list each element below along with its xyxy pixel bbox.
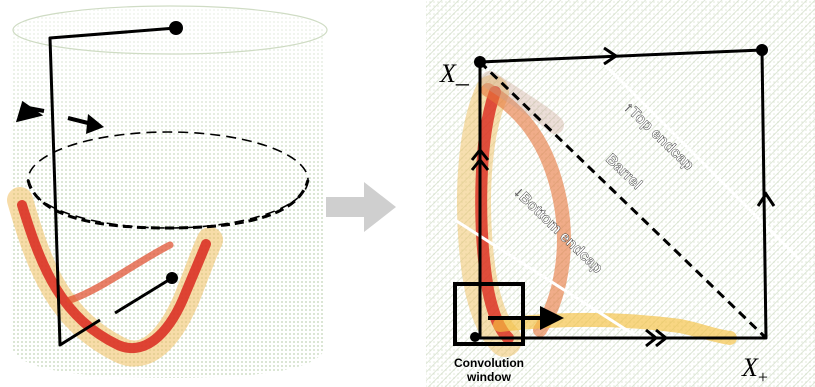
cylinder-top-rim bbox=[12, 5, 328, 55]
top-edge-arrow bbox=[603, 46, 619, 66]
convolution-label-line1: Convolution bbox=[454, 356, 524, 370]
inner-radius-line bbox=[114, 276, 173, 315]
cylinder-shading bbox=[12, 8, 325, 378]
bottom-endcap-boundary bbox=[454, 218, 651, 347]
unroll-path bbox=[48, 26, 177, 347]
left-edge-double-arrow bbox=[470, 147, 490, 171]
x-minus-dot bbox=[474, 56, 486, 68]
top-right-dot bbox=[756, 44, 768, 56]
heat-band-inner bbox=[66, 241, 174, 304]
heat-band-main bbox=[17, 200, 211, 354]
unrolled-map: X_ X+ ↑Top endcap Barrel ↓Bottom endcap … bbox=[426, 0, 815, 387]
convolution-label-line2: window bbox=[466, 370, 512, 384]
window-dot bbox=[470, 332, 480, 342]
x-plus-base: X bbox=[741, 353, 759, 382]
convolution-shift-arrowhead bbox=[540, 306, 564, 330]
path-end-dot bbox=[166, 272, 178, 284]
rotation-arrows bbox=[15, 100, 104, 134]
path-start-dot bbox=[169, 21, 183, 35]
right-edge-arrow bbox=[756, 191, 776, 207]
convolution-window bbox=[453, 282, 525, 346]
barrel-diagonal bbox=[478, 60, 768, 340]
barrel-loop-front bbox=[26, 179, 310, 230]
x-plus-label: X+ bbox=[741, 353, 768, 387]
map-heat-curve bbox=[481, 83, 571, 337]
cylinder-figure bbox=[7, 5, 328, 378]
x-minus-label: X_ bbox=[439, 59, 470, 88]
bottom-edge-double-arrow bbox=[645, 328, 669, 348]
top-endcap-boundary bbox=[598, 58, 802, 262]
transition-arrow bbox=[326, 182, 396, 232]
x-plus-sub: + bbox=[758, 367, 768, 387]
map-heat-top-right bbox=[481, 71, 564, 134]
